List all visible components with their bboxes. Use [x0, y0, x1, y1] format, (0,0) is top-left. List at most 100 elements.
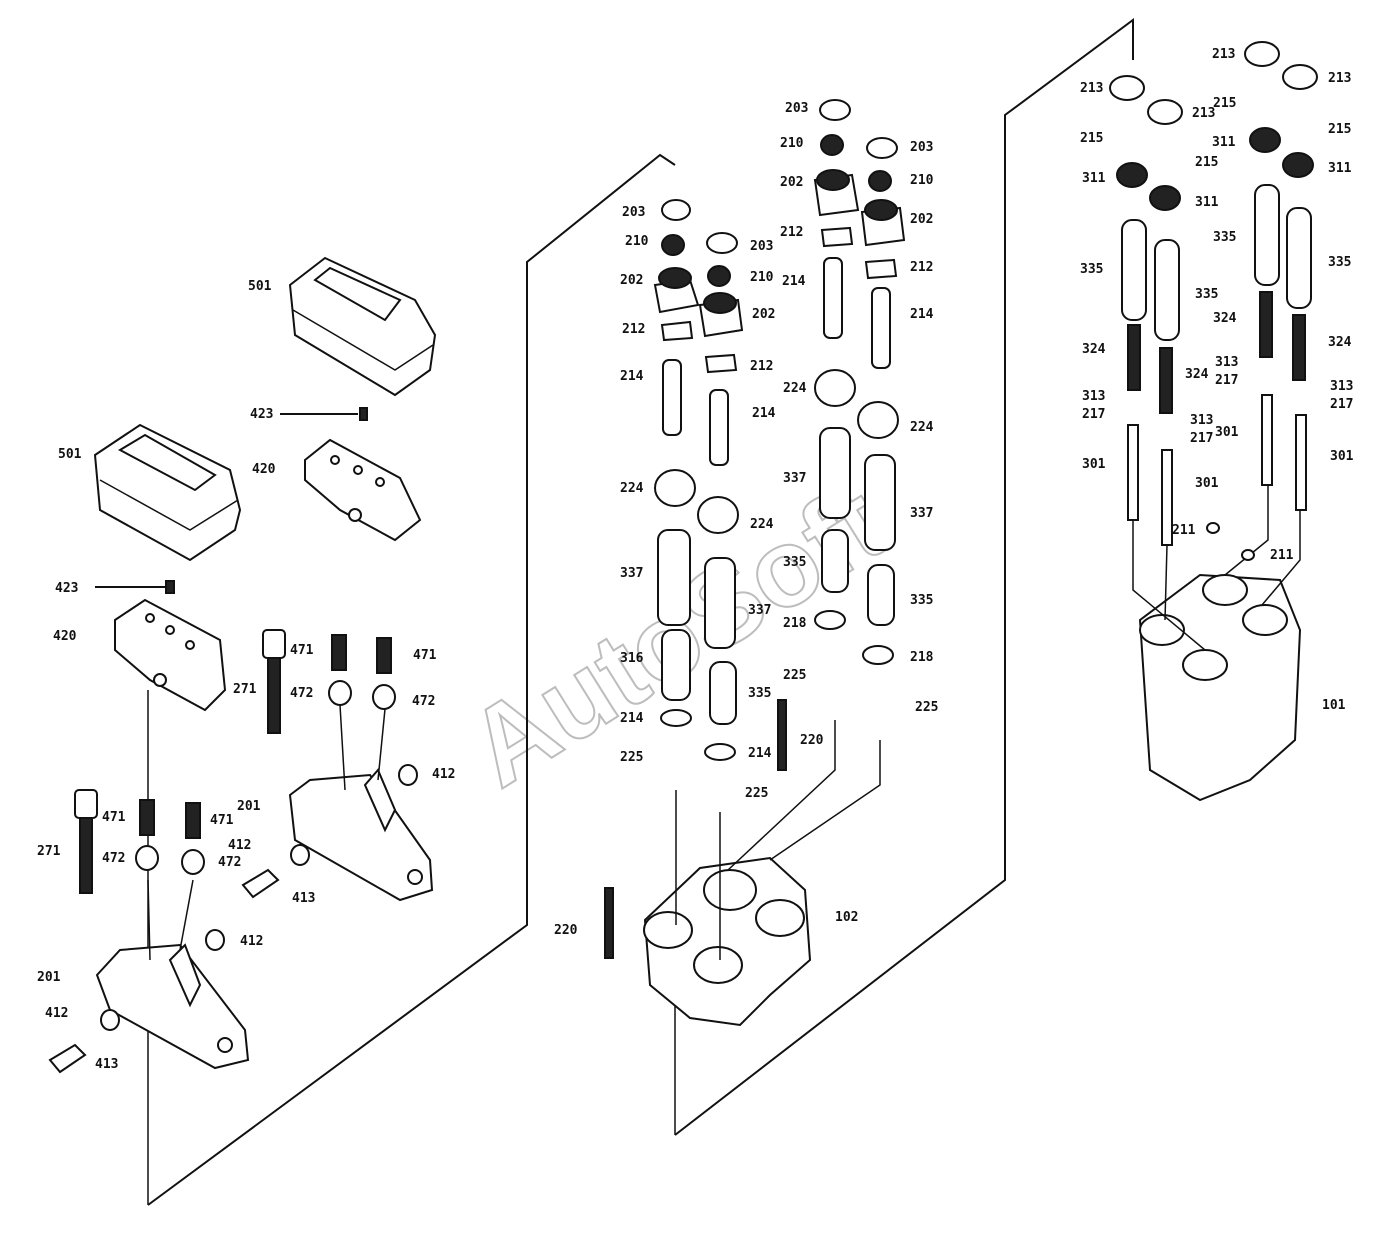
callout-337: 337: [910, 506, 933, 521]
callout-471: 471: [413, 648, 437, 663]
callout-215: 215: [1195, 155, 1218, 170]
callout-311: 311: [1328, 161, 1352, 176]
callout-203: 203: [910, 140, 933, 155]
callout-213: 213: [1328, 71, 1351, 86]
orings-213: [1109, 41, 1318, 125]
callout-labels: 501 423 420 501 423 420 271 471 471 472 …: [37, 47, 1354, 1072]
callout-324: 324: [1082, 342, 1106, 357]
pin-423-left: [95, 580, 175, 594]
callout-203: 203: [622, 205, 645, 220]
nuts-472-right: [328, 680, 396, 710]
callout-215: 215: [1328, 122, 1351, 137]
callout-324: 324: [1185, 367, 1209, 382]
bolt-271-left: [74, 789, 98, 894]
callout-335: 335: [1213, 230, 1236, 245]
callout-213: 213: [1080, 81, 1103, 96]
bracket-201-left: [95, 879, 250, 1070]
callout-224: 224: [620, 481, 644, 496]
callout-225: 225: [783, 668, 806, 683]
callout-224: 224: [750, 517, 774, 532]
callout-311: 311: [1195, 195, 1219, 210]
callout-271: 271: [233, 682, 257, 697]
callout-224: 224: [910, 420, 934, 435]
callout-217: 217: [1082, 407, 1105, 422]
callout-337: 337: [620, 566, 643, 581]
callout-420: 420: [53, 629, 77, 644]
bracket-201-right: [288, 704, 434, 902]
body-102: [643, 720, 881, 1027]
callout-225: 225: [915, 700, 938, 715]
callout-212: 212: [780, 225, 803, 240]
callout-324: 324: [1328, 335, 1352, 350]
callout-423: 423: [250, 407, 273, 422]
callout-218: 218: [910, 650, 934, 665]
caps-412-413-left: [48, 844, 310, 1074]
cover-501-right: [288, 256, 437, 397]
valve-stack-middle-back-left: [813, 99, 860, 630]
valve-stack-middle-left: [653, 199, 700, 727]
callout-215: 215: [1213, 96, 1236, 111]
callout-217: 217: [1215, 373, 1238, 388]
callout-337: 337: [783, 471, 806, 486]
callout-335: 335: [1080, 262, 1103, 277]
callout-212: 212: [750, 359, 773, 374]
callout-217: 217: [1190, 431, 1213, 446]
callout-211: 211: [1172, 523, 1196, 538]
callout-214: 214: [782, 274, 806, 289]
callout-471: 471: [210, 813, 234, 828]
callout-335: 335: [783, 555, 806, 570]
callout-225: 225: [745, 786, 768, 801]
callout-412: 412: [228, 838, 251, 853]
nuts-472-left: [135, 845, 205, 875]
callout-214: 214: [752, 406, 776, 421]
valve-stack-middle-back-right: [857, 137, 906, 665]
callout-313: 313: [1215, 355, 1238, 370]
callout-301: 301: [1195, 476, 1219, 491]
callout-210: 210: [780, 136, 804, 151]
callout-201: 201: [237, 799, 261, 814]
callout-210: 210: [625, 234, 649, 249]
plate-420-left: [114, 598, 227, 712]
callout-214: 214: [620, 369, 644, 384]
callout-472: 472: [218, 855, 241, 870]
callout-203: 203: [785, 101, 808, 116]
callout-214: 214: [910, 307, 934, 322]
callout-471: 471: [290, 643, 314, 658]
callout-201: 201: [37, 970, 61, 985]
callout-301: 301: [1215, 425, 1239, 440]
callout-472: 472: [412, 694, 435, 709]
callout-202: 202: [910, 212, 933, 227]
callout-210: 210: [910, 173, 934, 188]
callout-313: 313: [1330, 379, 1353, 394]
callout-213: 213: [1192, 106, 1215, 121]
callout-420: 420: [252, 462, 276, 477]
callout-412: 412: [432, 767, 455, 782]
callout-412: 412: [240, 934, 263, 949]
callout-215: 215: [1080, 131, 1103, 146]
springs-471-left: [139, 799, 201, 839]
callout-203: 203: [750, 239, 773, 254]
valve-stack-middle-right: [697, 232, 744, 761]
callout-102: 102: [835, 910, 858, 925]
body-101: [1132, 485, 1302, 802]
callout-224: 224: [783, 381, 807, 396]
callout-202: 202: [620, 273, 643, 288]
callout-471: 471: [102, 810, 126, 825]
callout-324: 324: [1213, 311, 1237, 326]
callout-101: 101: [1322, 698, 1346, 713]
spools-right: [1116, 127, 1314, 546]
plate-420-right: [304, 438, 422, 542]
screws-220: [604, 699, 787, 959]
callout-218: 218: [783, 616, 807, 631]
callout-313: 313: [1190, 413, 1213, 428]
callout-501: 501: [248, 279, 272, 294]
callout-213: 213: [1212, 47, 1235, 62]
cover-501-left: [93, 423, 242, 562]
springs-471-right: [331, 634, 392, 674]
callout-217: 217: [1330, 397, 1353, 412]
callout-301: 301: [1082, 457, 1106, 472]
callout-212: 212: [622, 322, 645, 337]
callout-202: 202: [780, 175, 803, 190]
callout-214: 214: [620, 711, 644, 726]
